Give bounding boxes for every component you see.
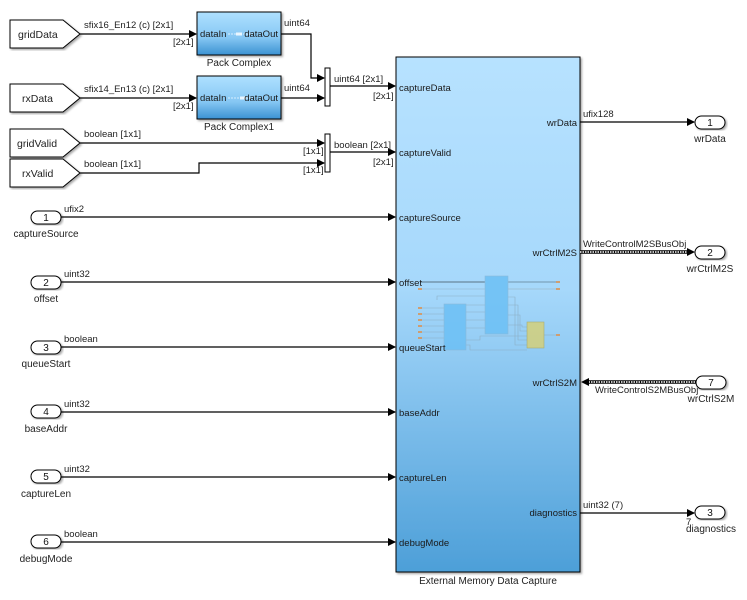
port-label-wrCtrlS2M: wrCtrlS2M — [532, 378, 577, 389]
dim-label: [2x1] — [373, 157, 394, 168]
dim-label: [1x1] — [303, 165, 324, 176]
from-tag-label: gridValid — [17, 138, 57, 150]
inport-debugMode[interactable]: 6 debugMode — [20, 534, 73, 565]
port-label-baseAddr: baseAddr — [399, 408, 440, 419]
mux-block-valid[interactable] — [324, 133, 331, 173]
port-name: baseAddr — [25, 424, 68, 435]
port-number: 4 — [43, 407, 49, 418]
signal-label: boolean [2x1] — [334, 140, 391, 151]
signal-label: uint64 — [284, 83, 310, 94]
from-tag-label: rxValid — [22, 168, 53, 180]
bus-line-wrCtrlM2S[interactable] — [580, 248, 695, 256]
signal-label: boolean [1x1] — [84, 159, 141, 170]
from-tag-gridValid[interactable]: gridValid — [9, 128, 81, 158]
signal-label: boolean — [64, 334, 98, 345]
mux-block-data[interactable] — [324, 67, 331, 107]
dim-label: 7 — [686, 517, 691, 528]
inport-wrCtrlS2M[interactable]: 7 wrCtrlS2M — [687, 375, 735, 405]
port-name: offset — [34, 294, 58, 305]
signal-label: sfix16_En12 (c) [2x1] — [84, 20, 173, 31]
signal-label: WriteControlM2SBusObj — [583, 239, 686, 250]
from-tag-label: rxData — [22, 93, 53, 105]
dim-label: [2x1] — [173, 101, 194, 112]
port-label-captureValid: captureValid — [399, 148, 451, 159]
port-label-debugMode: debugMode — [399, 538, 449, 549]
dim-label: [1x1] — [303, 146, 324, 157]
port-name: wrCtrlS2M — [687, 394, 735, 405]
signal-label: uint32 — [64, 399, 90, 410]
dim-label: [2x1] — [173, 37, 194, 48]
port-number: 3 — [707, 508, 713, 519]
port-number: 7 — [708, 378, 714, 389]
port-label: dataIn — [200, 29, 226, 40]
bus-line-wrCtrlS2M[interactable] — [581, 378, 696, 386]
dim-label: [2x1] — [373, 91, 394, 102]
port-number: 6 — [43, 537, 49, 548]
port-name: diagnostics — [686, 524, 736, 535]
port-number: 1 — [43, 213, 49, 224]
pack-complex1-block[interactable]: dataIn dataOut Pack Complex1 — [196, 75, 282, 133]
inport-captureSource[interactable]: 1 captureSource — [13, 210, 79, 240]
signal-label: uint32 — [64, 269, 90, 280]
subsystem-preview — [418, 275, 560, 351]
port-label-captureData: captureData — [399, 83, 451, 94]
signal-line[interactable] — [281, 33, 325, 82]
port-label-wrCtrlM2S: wrCtrlM2S — [532, 248, 577, 259]
outport-diagnostics[interactable]: 3 diagnostics — [686, 505, 736, 535]
port-name: captureLen — [21, 489, 71, 500]
port-number: 3 — [43, 343, 49, 354]
port-name: captureSource — [13, 229, 78, 240]
from-tag-rxValid[interactable]: rxValid — [9, 158, 81, 188]
outport-wrCtrlM2S[interactable]: 2 wrCtrlM2S — [686, 245, 734, 275]
from-tag-rxData[interactable]: rxData — [9, 83, 81, 113]
pack-complex-block[interactable]: dataIn dataOut Pack Complex — [196, 11, 282, 69]
signal-label: uint64 [2x1] — [334, 74, 383, 85]
outport-wrData[interactable]: 1 wrData — [693, 115, 726, 145]
port-number: 2 — [43, 278, 49, 289]
port-name: debugMode — [20, 554, 73, 565]
from-tag-label: gridData — [18, 29, 58, 41]
signal-label: ufix2 — [64, 204, 84, 215]
signal-label: boolean [1x1] — [84, 129, 141, 140]
main-block-name: External Memory Data Capture — [419, 576, 557, 587]
signal-label: uint32 — [64, 464, 90, 475]
signal-label: WriteControlS2MBusObj — [595, 385, 698, 396]
inport-queueStart[interactable]: 3 queueStart — [22, 340, 71, 370]
block-name: Pack Complex — [207, 58, 271, 69]
port-label: dataIn — [200, 93, 226, 104]
inport-offset[interactable]: 2 offset — [30, 275, 62, 305]
port-number: 1 — [707, 118, 713, 129]
port-label-wrData: wrData — [546, 118, 578, 129]
signal-line[interactable] — [80, 159, 325, 174]
port-name: queueStart — [22, 359, 71, 370]
signal-label: sfix14_En13 (c) [2x1] — [84, 84, 173, 95]
port-name: wrData — [693, 134, 726, 145]
port-label-diagnostics: diagnostics — [529, 508, 577, 519]
port-label-captureLen: captureLen — [399, 473, 447, 484]
external-memory-data-capture-block[interactable]: captureData captureValid captureSource o… — [395, 56, 581, 573]
signal-label: uint32 (7) — [583, 500, 623, 511]
port-number: 5 — [43, 472, 49, 483]
signal-label: ufix128 — [583, 109, 614, 120]
port-number: 2 — [707, 248, 713, 259]
inport-captureLen[interactable]: 5 captureLen — [21, 469, 71, 500]
port-label-queueStart: queueStart — [399, 343, 446, 354]
port-label: dataOut — [244, 93, 278, 104]
port-name: wrCtrlM2S — [686, 264, 734, 275]
port-label-captureSource: captureSource — [399, 213, 461, 224]
port-label: dataOut — [244, 29, 278, 40]
port-label-offset: offset — [399, 278, 422, 289]
inport-baseAddr[interactable]: 4 baseAddr — [25, 404, 68, 435]
signal-label: uint64 — [284, 18, 310, 29]
block-name: Pack Complex1 — [204, 122, 274, 133]
from-tag-gridData[interactable]: gridData — [9, 19, 81, 49]
signal-label: boolean — [64, 529, 98, 540]
